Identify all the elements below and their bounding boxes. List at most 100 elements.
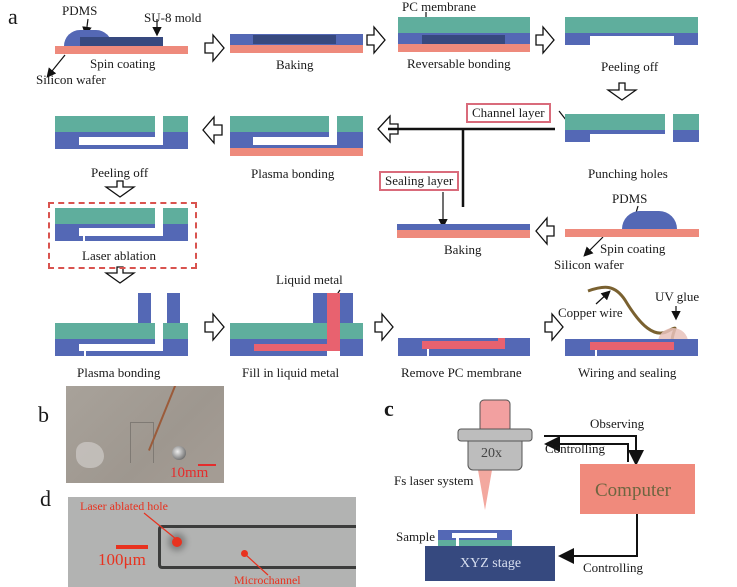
pc-membrane-6: [230, 116, 363, 132]
arrow-right-4: [204, 312, 225, 342]
su8-mold-1: [80, 37, 163, 46]
pdms-layer-12b: [340, 339, 363, 356]
arrow-down-1: [605, 82, 639, 101]
label-copper-wire: Copper wire: [558, 305, 623, 320]
wafer-1: [55, 46, 188, 54]
hole-11: [155, 323, 163, 351]
label-sample: Sample: [396, 529, 435, 544]
xyz-stage: [425, 546, 555, 581]
caption-punching-holes: Punching holes: [588, 166, 668, 181]
channel-void-7: [79, 137, 163, 145]
panel-d-pointers: [143, 512, 269, 576]
label-liquid-metal: Liquid metal: [276, 272, 343, 287]
pdms-layer-10: [397, 224, 530, 230]
sample-channel: [452, 533, 497, 538]
panel-letter-a: a: [8, 4, 18, 29]
wafer-10: [397, 230, 530, 238]
pc-membrane-5b: [673, 114, 699, 130]
pc-membrane-8: [55, 208, 188, 224]
uv-glue: [658, 328, 688, 342]
pc-membrane-3: [398, 17, 530, 33]
ablated-hole-14: [595, 350, 597, 356]
label-pdms-1: PDMS: [62, 3, 98, 18]
label-laser-ablated-hole: Laser ablated hole: [80, 499, 168, 513]
junction-lines: [388, 127, 555, 207]
caption-plasma-bonding-2: Plasma bonding: [77, 365, 161, 380]
caption-remove-pc: Remove PC membrane: [401, 365, 522, 380]
label-pc-membrane: PC membrane: [402, 0, 477, 14]
tube-right-11: [167, 293, 180, 323]
liquid-metal-riser-12: [327, 293, 340, 351]
label-channel-layer: Channel layer: [466, 103, 551, 123]
arrow-right-1: [204, 33, 225, 63]
laser-beam: [478, 470, 492, 510]
label-xyz-stage: XYZ stage: [460, 556, 522, 571]
arrow-right-5: [374, 312, 394, 342]
label-fs-laser-system: Fs laser system: [394, 473, 474, 488]
channel-void-8: [79, 228, 163, 236]
caption-fill-liquid-metal: Fill in liquid metal: [242, 365, 340, 380]
label-controlling-bottom: Controlling: [583, 560, 643, 575]
ablated-hole-13: [427, 349, 429, 356]
panel-letter-d: d: [40, 486, 51, 511]
caption-laser-ablation: Laser ablation: [82, 248, 156, 263]
ablated-hole-8: [83, 234, 85, 241]
pc-membrane-4: [565, 17, 698, 33]
su8-mold-3: [422, 35, 505, 44]
arrow-down-3: [103, 266, 137, 284]
sample-pc: [438, 540, 512, 546]
scale-bar-b: [198, 464, 216, 466]
microscope-image: 100μm Laser ablated hole Microchannel: [68, 497, 356, 587]
su8-mold-2: [253, 35, 336, 44]
microchannel-marker: [241, 550, 248, 557]
liquid-metal-14: [590, 342, 674, 350]
label-silicon-wafer-2: Silicon wafer: [554, 257, 624, 272]
pc-membrane-5a: [565, 114, 665, 130]
pc-membrane-11: [55, 323, 188, 339]
channel-void-4: [590, 36, 674, 45]
ablated-hole-11: [84, 349, 86, 356]
panel-letter-b: b: [38, 402, 49, 427]
liquid-metal-channel-12: [254, 344, 340, 351]
objective-body: [467, 440, 523, 471]
label-microchannel: Microchannel: [234, 573, 301, 587]
liquid-metal-13: [422, 341, 505, 349]
tube-left-11: [138, 293, 151, 323]
pdms-layer-5a: [565, 130, 665, 134]
wire-photo: [148, 386, 180, 451]
scale-label-d: 100μm: [98, 550, 146, 569]
inlet-droplet-left: [76, 442, 104, 468]
microchannel-outline: [158, 525, 356, 569]
device-photo: 10mm: [66, 386, 224, 483]
wafer-2: [230, 45, 363, 53]
channel-void-6: [253, 137, 337, 145]
hole-7: [155, 116, 163, 145]
pdms-wall-5a: [565, 130, 590, 142]
wafer-3: [398, 44, 530, 52]
hole-6b: [329, 116, 337, 145]
scale-bar-d: [116, 545, 148, 549]
arrow-right-3: [535, 25, 555, 55]
arrow-down-2: [103, 180, 137, 198]
scale-label-b: 10mm: [170, 465, 209, 481]
caption-plasma-bonding-1: Plasma bonding: [251, 166, 335, 181]
pc-membrane-12b: [340, 323, 363, 339]
arrow-right-2: [366, 25, 386, 55]
label-su8-mold: SU-8 mold: [144, 10, 202, 25]
label-observing: Observing: [590, 416, 645, 431]
caption-peeling-off-1: Peeling off: [601, 59, 659, 74]
wafer-9: [565, 229, 699, 237]
label-computer: Computer: [595, 480, 671, 501]
label-sealing-layer: Sealing layer: [379, 171, 460, 191]
label-silicon-wafer-1: Silicon wafer: [36, 72, 106, 87]
pc-membrane-12a: [230, 323, 327, 339]
caption-wiring-sealing: Wiring and sealing: [578, 365, 677, 380]
channel-trace: [130, 422, 154, 463]
computer-box: [580, 464, 695, 514]
wafer-6: [230, 148, 363, 156]
label-objective-20x: 20x: [481, 446, 502, 461]
objective-flange: [457, 428, 533, 442]
caption-peeling-off-2: Peeling off: [91, 165, 149, 180]
process-arrows: [103, 25, 639, 342]
laser-ablation-highlight-box: [48, 202, 197, 269]
